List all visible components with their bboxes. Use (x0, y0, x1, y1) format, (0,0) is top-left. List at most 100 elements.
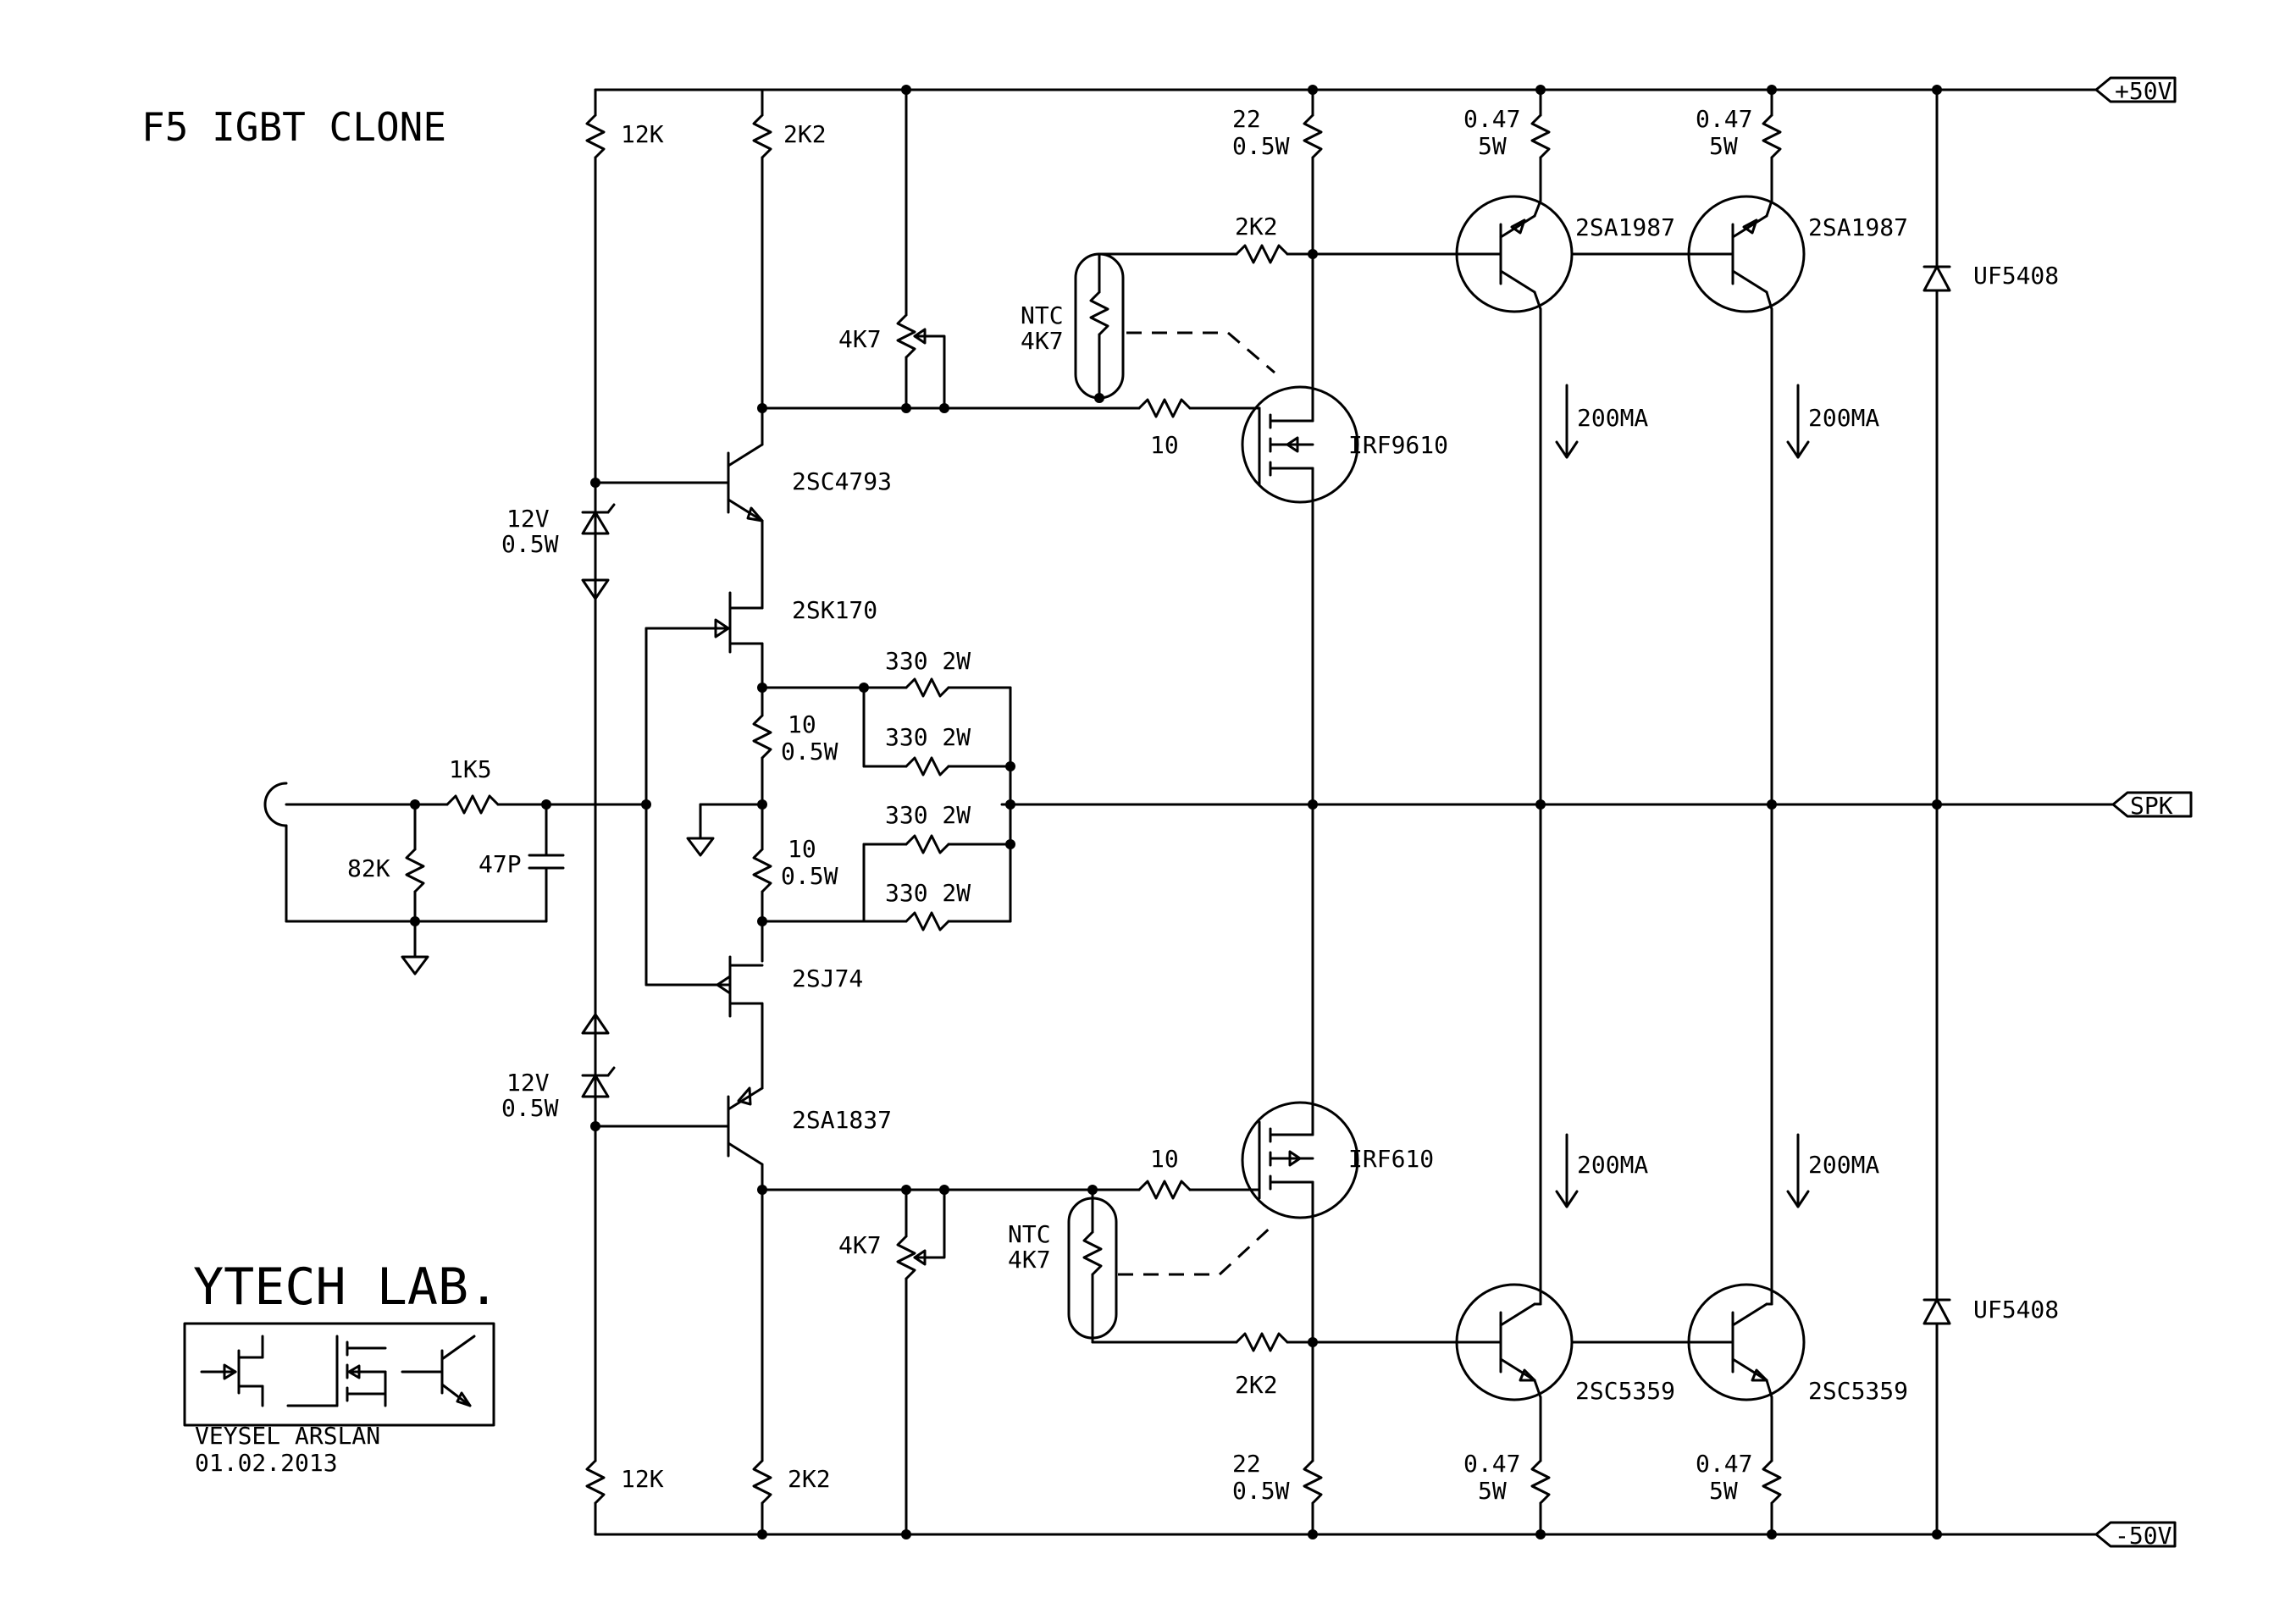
r10-gate-bottom: 10 (1137, 1145, 1261, 1200)
component-label: 0.47 (1463, 105, 1520, 133)
component-label: 2SC4793 (792, 467, 892, 495)
r10-source-top: 10 0.5W (752, 683, 838, 806)
component-label: 330 2W (885, 879, 971, 907)
pot-bottom: 4K7 (761, 1185, 1141, 1539)
mosfet-irf610: IRF610 22 0.5W (1232, 1101, 1434, 1539)
component-label: 22 (1232, 105, 1261, 133)
component-label: 10 (1150, 1145, 1179, 1173)
component-label: UF5408 (1973, 262, 2059, 290)
current-arrow-1: 200MA (1555, 384, 1648, 459)
transistor-2sa1987-1: 2SA1987 0.47 5W (1455, 85, 1675, 1306)
component-label: 2SJ74 (792, 965, 863, 992)
component-label: 330 2W (885, 723, 971, 751)
ground-source (686, 799, 767, 857)
r2k2-bottom: 2K2 (752, 1185, 831, 1539)
transistor-2sc5359-1: 2SC5359 0.47 5W (1455, 1283, 1675, 1539)
component-label: 2SK170 (792, 596, 877, 624)
component-label: NTC (1021, 301, 1064, 329)
current-arrow-3: 200MA (1555, 1133, 1648, 1208)
component-label: 0.5W (1232, 132, 1290, 160)
current-arrow-2: 200MA (1786, 384, 1879, 459)
component-label: 2SA1987 (1575, 213, 1675, 241)
negative-rail-label: -50V (2115, 1522, 2172, 1550)
component-label: 0.47 (1463, 1450, 1520, 1478)
transistor-2sj74: 2SJ74 (645, 955, 863, 1081)
component-label: 12K (621, 120, 664, 148)
input-network: 1K5 82K 47P (263, 755, 648, 976)
page-title: F5 IGBT CLONE (141, 104, 446, 150)
component-label: 12V (506, 1069, 550, 1097)
zener-top: 12V 0.5W (501, 478, 730, 600)
transistor-2sa1987-2: 2SA1987 0.47 5W (1570, 85, 1908, 1306)
component-label: 0.47 (1696, 1450, 1752, 1478)
logo: YTECH LAB. (183, 1257, 499, 1477)
component-label: 200MA (1808, 1151, 1879, 1179)
component-label: 5W (1478, 132, 1507, 160)
r12k-top: 12K (585, 88, 664, 1462)
r330-bot-group: 330 2W 330 2W (761, 799, 1015, 931)
output-line: SPK (1000, 791, 2193, 820)
logo-jfet-icon (200, 1335, 264, 1407)
negative-rail: -50V (594, 1521, 2177, 1550)
mosfet-irf9610: IRF9610 22 0.5W (1232, 85, 1448, 1111)
logo-mosfet-icon (286, 1335, 387, 1407)
transistor-2sc4793: 2SC4793 (727, 443, 892, 610)
transistor-2sc5359-2: 2SC5359 0.47 5W (1570, 1283, 1908, 1539)
pot-top: 4K7 (757, 85, 1141, 413)
component-label: 2K2 (783, 120, 827, 148)
r330-top-group: 330 2W 330 2W (761, 647, 1015, 806)
component-label: 200MA (1577, 1151, 1648, 1179)
positive-rail: +50V (594, 76, 2177, 105)
ntc-bottom: NTC 4K7 (1008, 1185, 1276, 1344)
component-label: IRF9610 (1348, 431, 1448, 459)
component-label: 2K2 (1235, 213, 1278, 240)
diode-uf5408-bottom: UF5408 (1923, 1296, 2059, 1539)
component-label: 330 2W (885, 801, 971, 829)
component-label: 22 (1232, 1450, 1261, 1478)
component-label: 12K (621, 1465, 664, 1493)
component-label: 0.5W (501, 530, 559, 558)
zener-bottom: 12V 0.5W (501, 1013, 616, 1131)
component-label: 5W (1709, 1477, 1738, 1505)
component-label: 200MA (1577, 404, 1648, 432)
logo-bjt-icon (401, 1335, 476, 1407)
logo-name: YTECH LAB. (193, 1257, 499, 1317)
component-label: NTC (1008, 1220, 1051, 1248)
transistor-2sa1837: 2SA1837 (594, 1078, 892, 1191)
component-label: 0.47 (1696, 105, 1752, 133)
component-label: IRF610 (1348, 1145, 1434, 1173)
r10-source-bot: 10 0.5W (752, 803, 838, 963)
component-label: 4K7 (1021, 327, 1064, 355)
component-label: 4K7 (838, 1231, 882, 1259)
component-label: 2K2 (1235, 1371, 1278, 1399)
component-label: 2K2 (788, 1465, 831, 1493)
component-label: UF5408 (1973, 1296, 2059, 1324)
r10-gate-top: 10 (1137, 398, 1261, 459)
component-label: 330 2W (885, 647, 971, 675)
component-label: 0.5W (781, 738, 838, 766)
component-label: 200MA (1808, 404, 1879, 432)
component-label: 12V (506, 505, 550, 533)
r2k2-to-driver-top: 2K2 (1098, 213, 1479, 264)
component-label: 5W (1709, 132, 1738, 160)
logo-author: VEYSEL ARSLAN (195, 1422, 380, 1450)
gate-bus (641, 627, 651, 987)
ntc-top: NTC 4K7 (1021, 252, 1275, 403)
component-label: 0.5W (1232, 1477, 1290, 1505)
component-label: 2SA1837 (792, 1106, 892, 1134)
component-label: 2SC5359 (1808, 1377, 1908, 1405)
r2k2-top: 2K2 (752, 88, 827, 446)
component-label: 10 (788, 835, 816, 863)
component-label: 4K7 (838, 325, 882, 353)
component-label: 4K7 (1008, 1246, 1051, 1274)
r2k2-ntc-bottom: 2K2 (1235, 1332, 1479, 1399)
component-label: 5W (1478, 1477, 1507, 1505)
component-label: 1K5 (449, 755, 492, 783)
component-label: 82K (347, 854, 390, 882)
component-label: 10 (788, 710, 816, 738)
component-label: 2SC5359 (1575, 1377, 1675, 1405)
output-label: SPK (2130, 792, 2173, 820)
component-label: 10 (1150, 431, 1179, 459)
